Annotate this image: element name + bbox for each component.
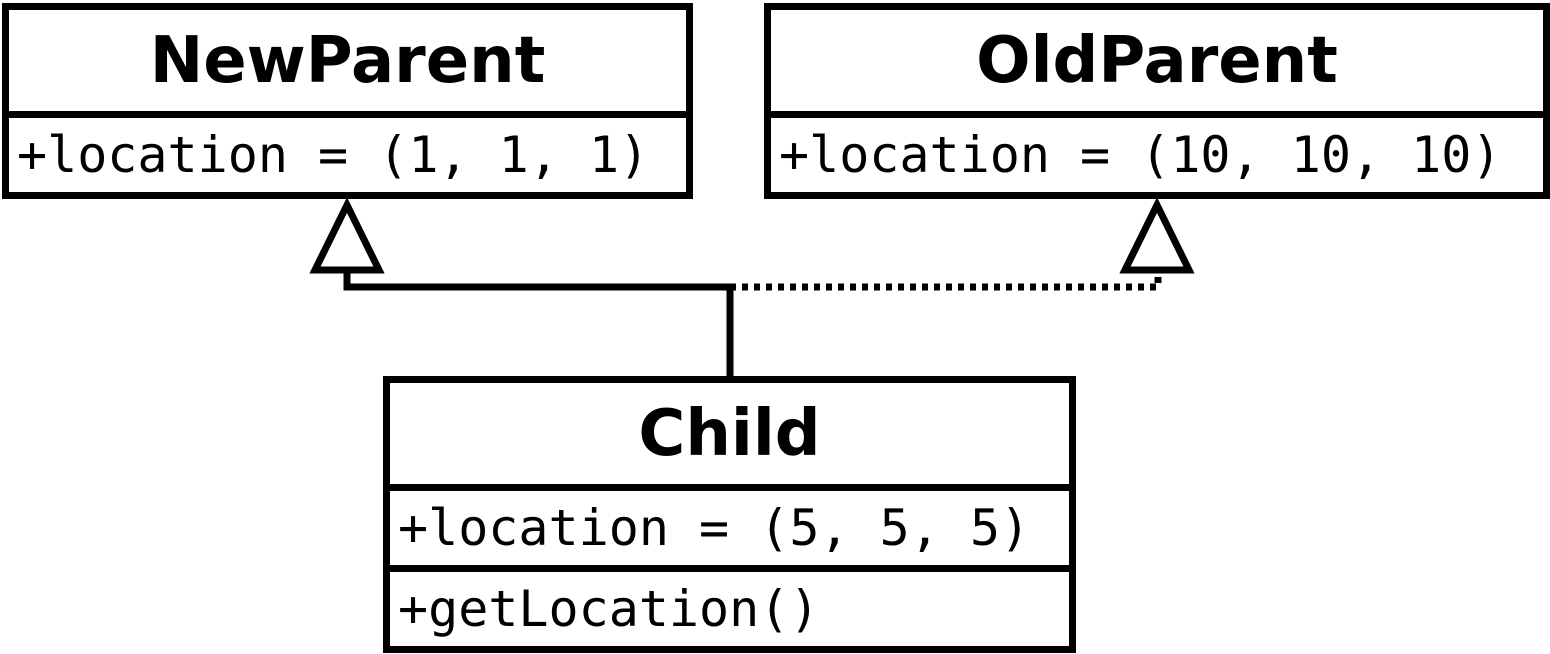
class-name: OldParent: [771, 10, 1543, 118]
new-parent-inheritance-line: [343, 273, 734, 376]
class-name: NewParent: [9, 10, 686, 118]
old-parent-arrowhead-icon: [1119, 197, 1195, 274]
old-parent-class: OldParent +location = (10, 10, 10): [764, 3, 1550, 199]
child-class: Child +location = (5, 5, 5) +getLocation…: [383, 376, 1076, 653]
new-parent-arrowhead-icon: [309, 197, 385, 274]
attribute: +location = (5, 5, 5): [390, 491, 1069, 572]
attribute: +location = (1, 1, 1): [17, 126, 650, 184]
class-name: Child: [390, 383, 1069, 491]
attribute: +location = (10, 10, 10): [779, 126, 1502, 184]
old-parent-inheritance-line: [730, 273, 1162, 291]
new-parent-class: NewParent +location = (1, 1, 1): [2, 3, 693, 199]
method: +getLocation(): [398, 580, 820, 638]
